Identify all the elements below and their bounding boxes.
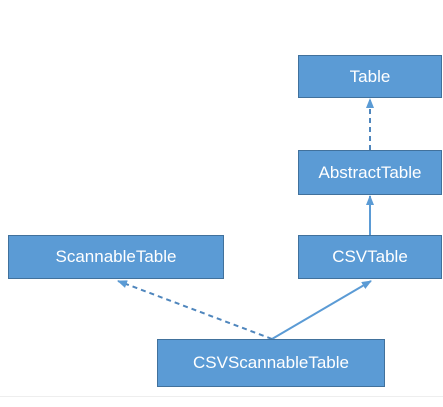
node-abstract-table-label: AbstractTable <box>318 162 422 182</box>
edge-csvscannabletable-to-csvtable <box>271 280 372 340</box>
node-csv-scannable-table-label: CSVScannableTable <box>193 353 349 372</box>
edge-csvscannabletable-to-scannabletable <box>117 280 273 340</box>
node-csv-table-label: CSVTable <box>332 247 408 266</box>
node-abstract-table: AbstractTable <box>298 150 442 195</box>
node-scannable-table-label: ScannableTable <box>55 247 177 266</box>
node-scannable-table: ScannableTable <box>8 235 224 279</box>
node-csv-table: CSVTable <box>298 235 442 279</box>
node-table: Table <box>298 55 442 98</box>
bottom-divider <box>0 396 443 397</box>
node-table-label: Table <box>349 66 391 86</box>
node-csv-scannable-table: CSVScannableTable <box>157 339 385 387</box>
